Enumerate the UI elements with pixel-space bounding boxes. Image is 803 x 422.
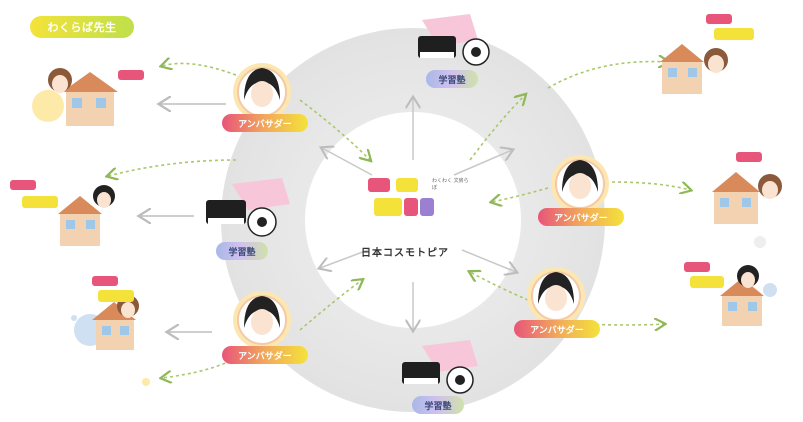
house-middle-right — [712, 152, 782, 248]
house-bottom-right — [684, 262, 777, 326]
ambassador-label-top-left: アンバサダー — [222, 114, 308, 132]
solid-arrows — [140, 104, 226, 332]
juku-label-bottom: 学習塾 — [412, 396, 464, 414]
ambassador-label-bottom-left: アンバサダー — [222, 346, 308, 364]
ambassador-avatar-top-left — [233, 63, 291, 121]
juku-icon-top — [418, 14, 490, 66]
house-top-left — [32, 68, 144, 126]
radial-arrows — [320, 98, 516, 330]
juku-icon-left — [206, 178, 290, 237]
house-bottom-left — [71, 276, 150, 386]
center-logo-subtext: わくわく 文房ら ぼ — [432, 178, 469, 191]
juku-label-left: 学習塾 — [216, 242, 268, 260]
ambassador-avatar-bottom-left — [233, 291, 291, 349]
juku-label-top: 学習塾 — [426, 70, 478, 88]
juku-icon-bottom — [402, 340, 478, 394]
center-logo — [368, 178, 434, 216]
dotted-arrows — [108, 62, 690, 378]
teacher-badge: わくらば先生 — [30, 16, 134, 38]
ambassador-avatar-right — [551, 155, 609, 213]
ambassador-label-bottom-right: アンバサダー — [514, 320, 600, 338]
ambassador-label-right: アンバサダー — [538, 208, 624, 226]
center-company-name: 日本コスモトピア — [361, 248, 449, 259]
house-middle-left — [10, 180, 115, 246]
ambassador-avatar-bottom-right — [527, 267, 585, 325]
house-top-right — [660, 14, 754, 94]
